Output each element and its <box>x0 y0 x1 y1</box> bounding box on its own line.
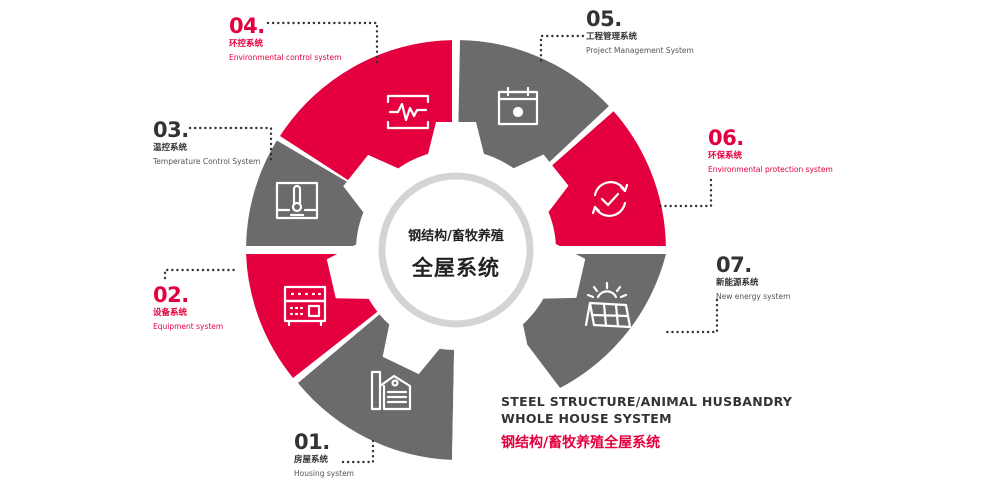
center-ring <box>378 172 534 328</box>
leader-06 <box>658 178 713 208</box>
system-label-02: 02. 设备系统 Equipment system <box>153 285 223 331</box>
leader-07 <box>664 298 719 334</box>
solar-panel-icon <box>584 281 632 329</box>
system-name-en: New energy system <box>716 291 791 301</box>
system-name-en: Environmental protection system <box>708 164 833 174</box>
leader-02 <box>163 268 237 280</box>
system-name-en: Environmental control system <box>229 52 342 62</box>
system-label-06: 06. 环保系统 Environmental protection system <box>708 128 833 174</box>
leader-05 <box>539 34 585 66</box>
equipment-rack-icon <box>283 285 327 327</box>
system-number: 02. <box>153 283 189 307</box>
title-cn: 钢结构/畜牧养殖全屋系统 <box>501 435 661 451</box>
system-name-cn: 温控系统 <box>153 143 188 153</box>
diagram-title-block: STEEL STRUCTURE/ANIMAL HUSBANDRY WHOLE H… <box>501 393 792 452</box>
system-name-en: Project Management System <box>586 45 694 55</box>
system-number: 01. <box>294 430 330 454</box>
waveform-monitor-icon <box>386 94 430 130</box>
leader-01 <box>341 438 375 464</box>
title-en-line2: WHOLE HOUSE SYSTEM <box>501 411 672 426</box>
system-number: 07. <box>716 253 752 277</box>
system-name-en: Housing system <box>294 468 354 478</box>
system-name-en: Equipment system <box>153 321 224 331</box>
system-number: 06. <box>708 126 744 150</box>
system-label-07: 07. 新能源系统 New energy system <box>716 255 790 301</box>
system-name-cn: 环保系统 <box>708 151 743 161</box>
system-label-05: 05. 工程管理系统 Project Management System <box>586 9 694 55</box>
system-name-cn: 环控系统 <box>229 39 264 49</box>
system-label-01: 01. 房屋系统 Housing system <box>294 432 354 478</box>
system-number: 04. <box>229 14 265 38</box>
center-label: 钢结构/畜牧养殖 全屋系统 <box>376 225 536 282</box>
system-name-en: Temperature Control System <box>153 156 261 166</box>
system-name-cn: 设备系统 <box>153 308 188 318</box>
thermometer-icon <box>275 181 319 220</box>
system-label-04: 04. 环控系统 Environmental control system <box>229 16 341 62</box>
calendar-gear-icon <box>497 86 539 126</box>
system-label-03: 03. 温控系统 Temperature Control System <box>153 120 263 166</box>
center-title: 全屋系统 <box>412 256 500 280</box>
leader-03 <box>188 126 273 162</box>
system-number: 03. <box>153 118 189 142</box>
center-subtitle: 钢结构/畜牧养殖 <box>408 229 504 244</box>
warehouse-icon <box>370 370 412 411</box>
title-en-line1: STEEL STRUCTURE/ANIMAL HUSBANDRY <box>501 394 793 409</box>
system-name-cn: 新能源系统 <box>716 278 759 288</box>
system-number: 05. <box>586 7 622 31</box>
leader-04 <box>266 21 379 64</box>
cycle-check-icon <box>591 181 629 217</box>
system-name-cn: 房屋系统 <box>294 455 329 465</box>
system-name-cn: 工程管理系统 <box>586 32 638 42</box>
